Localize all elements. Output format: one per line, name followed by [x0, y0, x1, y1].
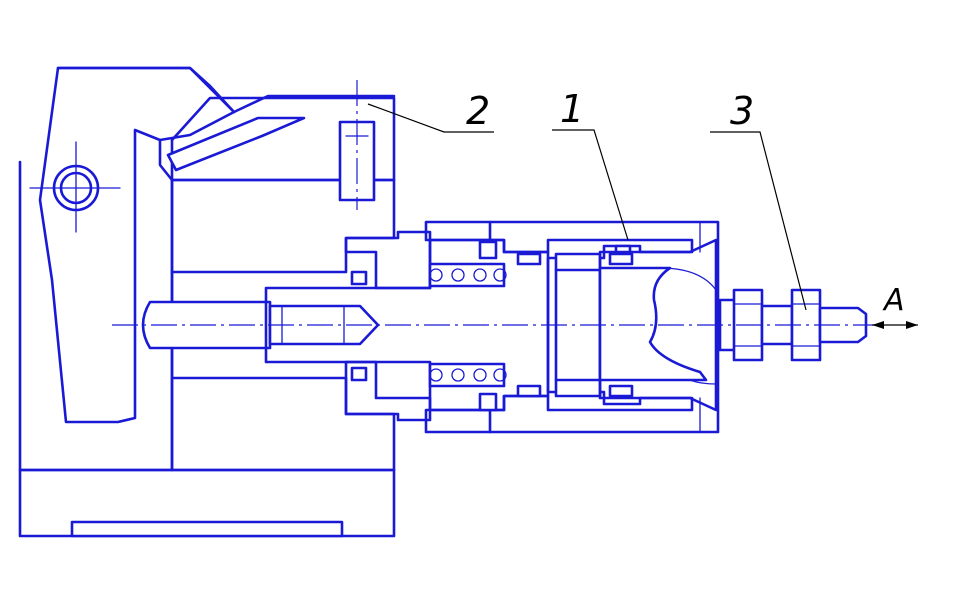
clamp-lever [18, 66, 396, 472]
label-part-2: 2 [466, 89, 490, 133]
label-direction-a: A [882, 283, 905, 318]
vertical-bolt-hole [338, 80, 376, 210]
label-part-3: 3 [730, 89, 754, 133]
end-cap [598, 238, 718, 412]
seals [478, 240, 634, 412]
guide-bushing [344, 230, 432, 422]
label-part-1: 1 [560, 87, 584, 131]
direction-arrow [872, 321, 918, 329]
pivot-pin [29, 141, 121, 233]
base-plate [18, 468, 396, 538]
leader-lines [367, 103, 807, 311]
return-spring [428, 262, 507, 388]
